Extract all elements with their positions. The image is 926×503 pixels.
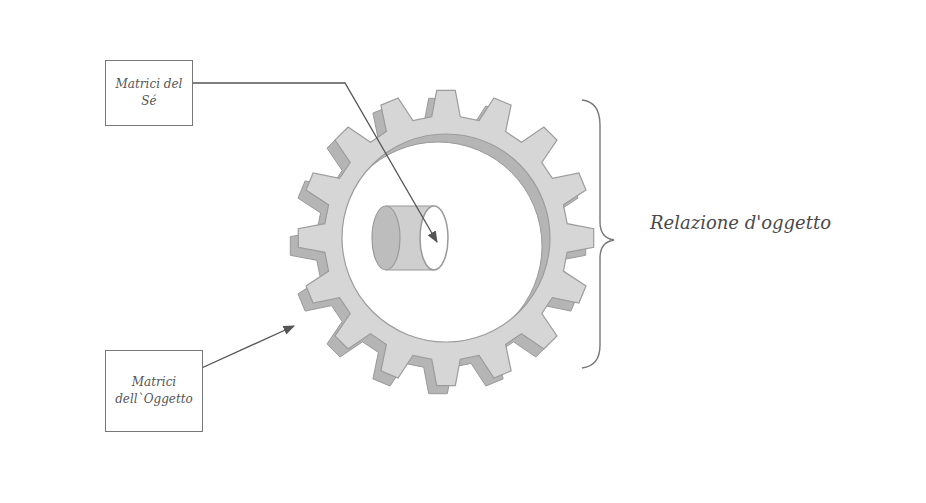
cylinder <box>372 206 448 270</box>
label-box: Matrici del Sé <box>105 60 193 126</box>
gear <box>290 90 593 393</box>
brace <box>582 100 614 368</box>
box-label: Matrici dell`Oggetto <box>106 374 202 408</box>
leader-line <box>190 83 437 242</box>
box-label: Matrici del Sé <box>106 76 192 110</box>
label-box: Matrici dell`Oggetto <box>105 350 203 432</box>
brace-label: Relazione d'oggetto <box>650 212 831 233</box>
